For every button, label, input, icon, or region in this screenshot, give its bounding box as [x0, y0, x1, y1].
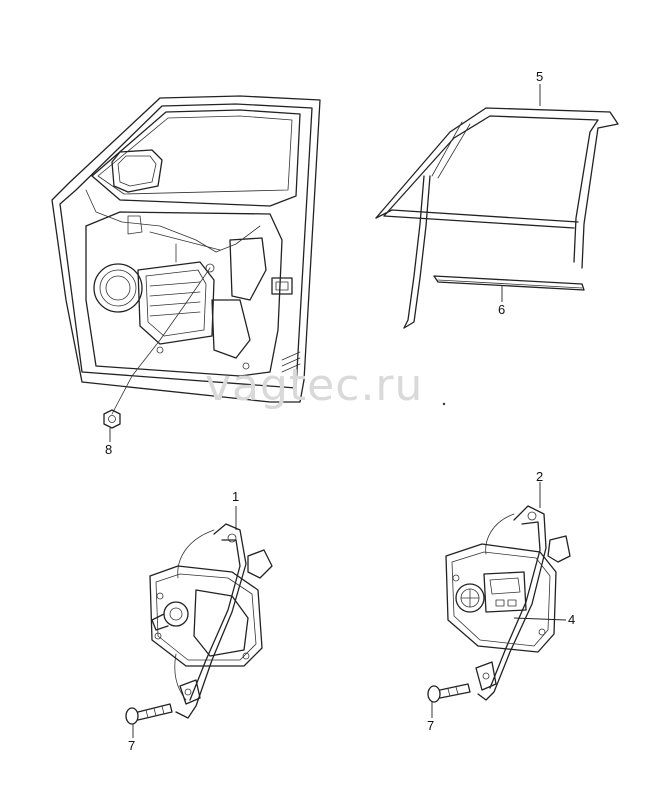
callout-8: 8 [105, 442, 113, 457]
callout-7-right: 7 [427, 718, 435, 733]
callout-7-left: 7 [128, 738, 136, 753]
bolt-7-left [125, 703, 173, 725]
leader-lines [109, 84, 567, 738]
window-seal-5 [375, 107, 619, 329]
door-shell [51, 95, 321, 415]
callout-4: 4 [568, 612, 576, 627]
nut-8 [103, 409, 121, 429]
callout-5: 5 [536, 69, 544, 84]
window-regulator-2 [445, 505, 571, 701]
window-regulator-1 [149, 523, 273, 719]
window-strip-6 [433, 275, 585, 291]
callout-2: 2 [536, 469, 544, 484]
callout-1: 1 [232, 489, 240, 504]
bolt-7-right [427, 683, 471, 703]
callout-6: 6 [498, 302, 506, 317]
stray-dot [442, 402, 446, 406]
watermark-text: vagtec.ru [205, 360, 424, 411]
